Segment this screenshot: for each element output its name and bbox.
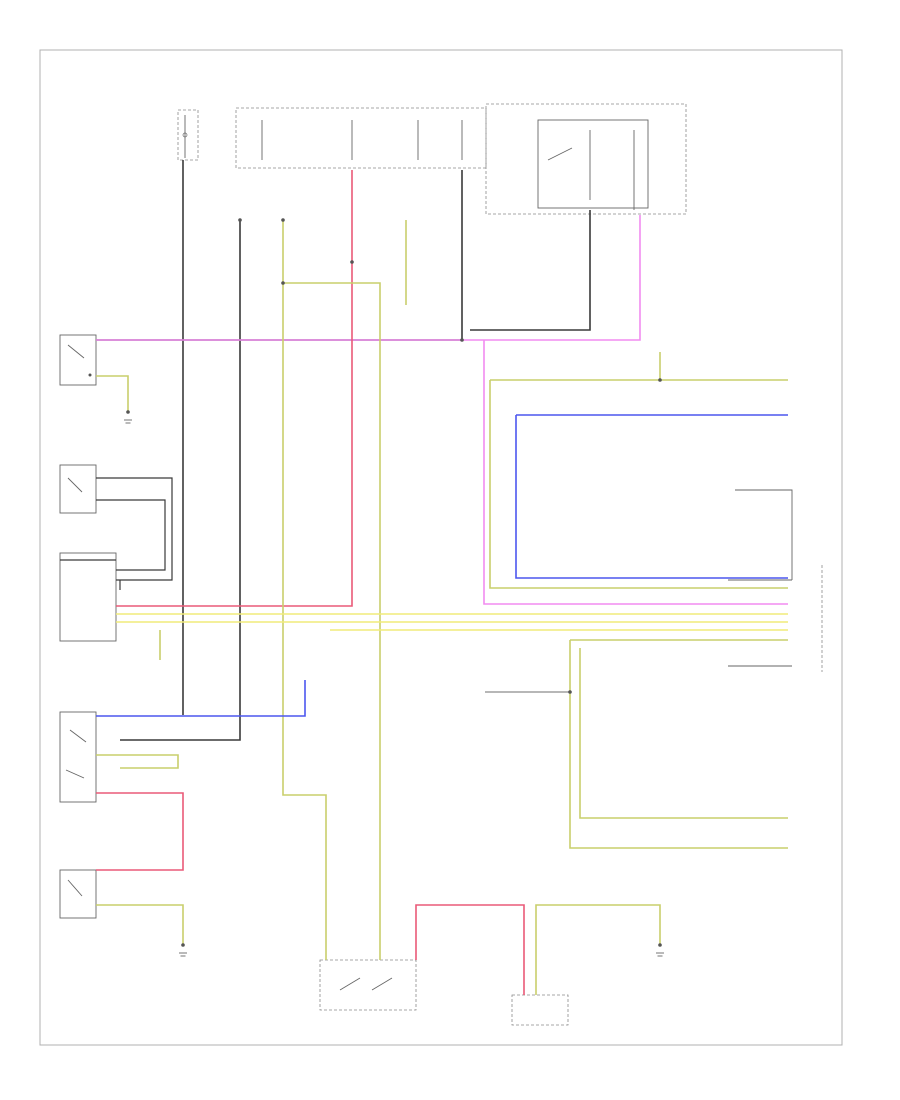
wire-black-6	[96, 499, 166, 571]
ground-symbol-3	[656, 952, 664, 957]
relay-component-left-mid	[59, 464, 97, 514]
wire-black-3	[96, 170, 463, 341]
wire-black-2	[120, 220, 241, 741]
splice-points	[126, 218, 662, 947]
wire-olive-1	[282, 220, 327, 960]
wire-olive-5	[579, 648, 788, 819]
wire-olive-11	[96, 904, 184, 945]
connector-block-left	[59, 552, 117, 642]
wire-red-2	[96, 792, 184, 871]
fuse-panel-1	[177, 109, 199, 161]
switch-component-left-bottom	[59, 869, 97, 919]
wire-black-4	[470, 210, 591, 331]
wire-olive-13	[96, 754, 179, 769]
wire-blue-3	[96, 680, 306, 717]
wire-olive-9	[489, 380, 788, 589]
fuse-relay-box-2	[485, 103, 687, 215]
ground-symbol-2	[179, 952, 187, 957]
wire-pink-2	[483, 340, 788, 605]
switch-component-left-lower	[59, 711, 97, 803]
wire-olive-12	[535, 904, 661, 995]
switch-component-top-left	[59, 334, 97, 386]
fuse-relay-box-1	[235, 107, 487, 169]
ecm-bracket	[728, 489, 823, 672]
wire-olive-10	[96, 375, 129, 412]
wire-blue-1	[515, 415, 788, 579]
wire-red-1	[116, 170, 353, 607]
ground-symbol-1	[124, 419, 132, 424]
wire-red-3	[415, 904, 525, 995]
wire-pink-1	[96, 215, 641, 341]
relay-component-bottom	[319, 959, 417, 1011]
wire-olive-6	[569, 640, 788, 849]
sensor-component-bottom	[511, 994, 569, 1026]
wire-olive-2	[283, 282, 381, 960]
diagram-frame	[39, 49, 843, 1046]
wire-black-5	[96, 477, 173, 581]
